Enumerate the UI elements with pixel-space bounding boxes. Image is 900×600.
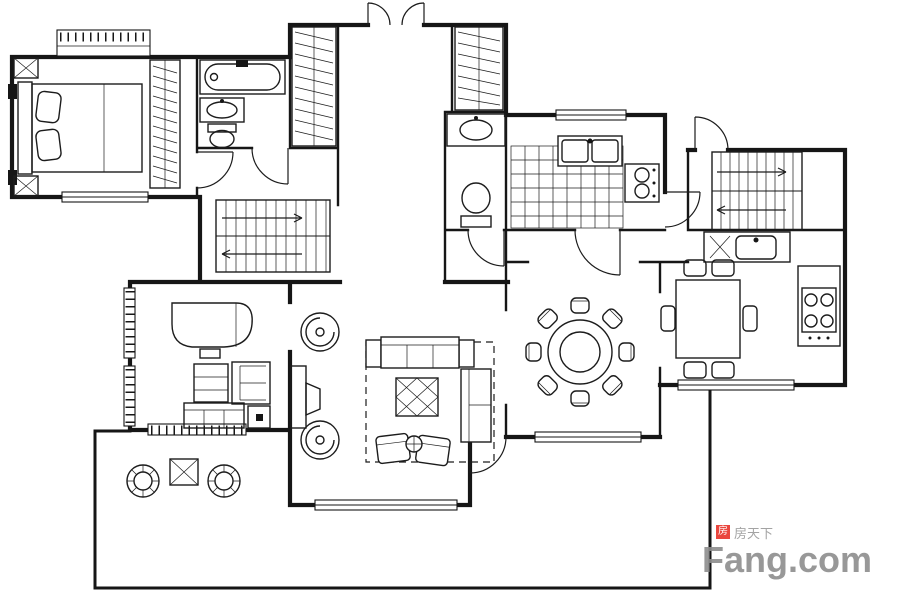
bedroom-furniture	[13, 57, 181, 197]
breakfast-window	[677, 379, 795, 391]
dining-set	[525, 297, 635, 407]
bathroom-sink	[199, 97, 245, 123]
dining-chair	[537, 375, 558, 396]
family-room	[171, 302, 271, 429]
wicker-chair	[207, 464, 241, 498]
cooktop-counter	[797, 265, 841, 347]
chair	[742, 305, 758, 332]
toilet	[460, 182, 492, 228]
staircase-main	[215, 199, 331, 273]
piano	[171, 302, 253, 359]
nightstand	[13, 57, 39, 79]
sofa-2-seat	[460, 368, 492, 443]
side-table	[405, 435, 423, 453]
bathroom-2	[446, 113, 506, 228]
family-room-window	[123, 287, 136, 359]
bathroom-1	[199, 59, 286, 149]
loveseat	[231, 361, 271, 405]
dining-chair	[570, 297, 590, 314]
watermark: 房 房天下 Fang.com	[702, 524, 872, 580]
watermark-brand-cn: 房天下	[734, 526, 774, 542]
patio-table	[169, 458, 199, 486]
wicker-chair	[126, 464, 160, 498]
bed	[31, 83, 143, 173]
gas-hob	[801, 287, 837, 333]
sofa-3-seat	[380, 336, 460, 369]
kitchen-sink	[557, 135, 623, 167]
family-room-window	[123, 365, 136, 427]
tv-cabinet	[290, 365, 321, 429]
dining-table	[547, 319, 613, 385]
chair	[683, 259, 707, 277]
kitchen	[510, 135, 660, 229]
armchair	[375, 432, 411, 465]
stove	[624, 163, 660, 203]
dining-chair	[570, 390, 590, 407]
dining-chair	[602, 308, 623, 329]
dining-window	[534, 431, 642, 443]
pillow	[35, 128, 62, 162]
dining-chair	[602, 375, 623, 396]
chair	[660, 305, 676, 332]
coffee-table	[395, 377, 439, 417]
windows	[56, 29, 795, 511]
terrace-seating	[126, 458, 241, 498]
watermark-brand-en: Fang.com	[702, 539, 873, 580]
sofa	[183, 402, 245, 429]
doors	[196, 2, 729, 474]
bay-window	[56, 29, 151, 57]
chair	[711, 259, 735, 277]
stair-direction-arrow	[716, 167, 787, 215]
end-table	[365, 339, 382, 368]
tv	[305, 381, 321, 417]
utility-sink	[735, 235, 777, 260]
living-room	[290, 312, 495, 467]
breakfast-table	[675, 279, 741, 359]
piano-bench	[199, 348, 221, 359]
bedroom-window	[61, 191, 149, 203]
staircase-secondary	[711, 151, 803, 231]
swivel-chair	[300, 420, 340, 460]
dining-chair	[537, 308, 558, 329]
walk-in-closet-1	[291, 26, 337, 147]
tv-stand	[193, 363, 229, 403]
columns	[8, 84, 17, 185]
interior-walls	[195, 23, 847, 439]
chair	[711, 361, 735, 379]
walk-in-closet-2	[454, 26, 504, 111]
chair	[683, 361, 707, 379]
vanity-sink	[446, 113, 506, 147]
side-table	[247, 405, 271, 429]
watermark-brand-row: 房 房天下	[716, 524, 872, 542]
utility-counter	[703, 231, 791, 263]
dining-chair	[618, 342, 635, 362]
toilet	[207, 123, 237, 149]
bed-headboard	[17, 81, 33, 175]
terrace-parapet	[93, 387, 712, 590]
wardrobe	[149, 59, 181, 189]
end-table	[458, 339, 475, 368]
nightstand	[13, 175, 39, 197]
pillow	[35, 90, 62, 124]
bathtub	[199, 59, 286, 95]
fang-logo-icon: 房	[716, 525, 730, 539]
exterior-walls	[9, 22, 848, 508]
breakfast-area	[660, 259, 841, 379]
swivel-chair	[300, 312, 340, 352]
stair-direction-arrow	[221, 213, 303, 259]
kitchen-window	[555, 109, 627, 121]
living-room-window	[314, 499, 458, 511]
family-room-south-window	[147, 423, 247, 436]
dining-chair	[525, 342, 542, 362]
bathtub-faucet	[236, 60, 248, 67]
